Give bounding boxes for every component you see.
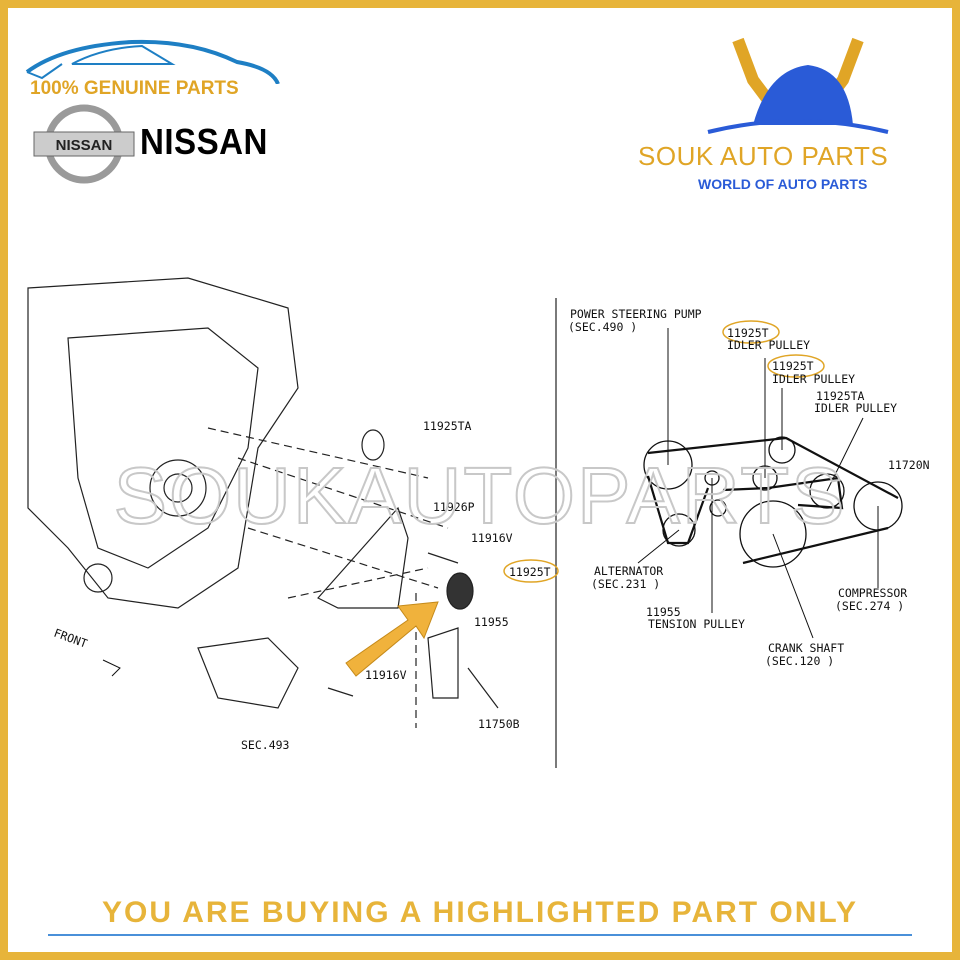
label-idler-pulley-2: IDLER PULLEY xyxy=(772,372,855,386)
label-power-steering: POWER STEERING PUMP xyxy=(570,307,702,321)
label-sec274: (SEC.274 ) xyxy=(835,599,904,613)
souk-logo-icon xyxy=(707,37,889,134)
watermark: SOUKAUTOPARTS xyxy=(114,451,847,540)
front-label: FRONT xyxy=(52,626,89,651)
engine-drawing xyxy=(27,277,557,768)
parts-diagram: 11925TA 11926P 11916V 11925T 11955 11916… xyxy=(27,277,930,768)
store-tagline: WORLD OF AUTO PARTS xyxy=(698,176,868,192)
label-tension-pulley: TENSION PULLEY xyxy=(648,617,745,631)
front-arrow-icon xyxy=(102,659,121,677)
label-11955: 11955 xyxy=(474,615,509,629)
label-11916v-2: 11916V xyxy=(365,668,407,682)
brand-name: NISSAN xyxy=(140,121,268,162)
label-sec120: (SEC.120 ) xyxy=(765,654,834,668)
divider xyxy=(48,934,912,936)
label-11925ta: 11925TA xyxy=(423,419,472,433)
label-crank-shaft: CRANK SHAFT xyxy=(768,641,844,655)
label-11925t: 11925T xyxy=(509,565,551,579)
label-11750b: 11750B xyxy=(478,717,520,731)
label-11925t-2: 11925T xyxy=(772,359,814,373)
highlight-circle xyxy=(503,559,559,583)
genuine-parts-label: 100% GENUINE PARTS xyxy=(30,78,239,99)
svg-text:NISSAN: NISSAN xyxy=(56,137,113,154)
nissan-logo: NISSAN xyxy=(33,104,135,184)
car-logo-icon xyxy=(25,39,280,84)
label-11955-right: 11955 xyxy=(646,605,681,619)
label-idler-pulley-1: IDLER PULLEY xyxy=(727,338,810,352)
notice-text: YOU ARE BUYING A HIGHLIGHTED PART ONLY xyxy=(101,896,859,929)
label-11916v: 11916V xyxy=(471,531,513,545)
label-11720n: 11720N xyxy=(888,458,930,472)
label-idler-pulley-3: IDLER PULLEY xyxy=(814,401,897,415)
belt-routing-drawing xyxy=(637,328,903,639)
highlight-circle xyxy=(722,320,780,344)
label-alternator: ALTERNATOR xyxy=(594,564,663,578)
highlight-arrow-icon xyxy=(345,601,439,677)
label-sec490: (SEC.490 ) xyxy=(568,320,637,334)
highlight-circle xyxy=(767,354,825,378)
label-11925t-1: 11925T xyxy=(727,326,769,340)
label-sec231: (SEC.231 ) xyxy=(591,577,660,591)
label-sec493: SEC.493 xyxy=(241,738,290,752)
label-11926p: 11926P xyxy=(433,500,475,514)
label-compressor: COMPRESSOR xyxy=(838,586,907,600)
store-name: SOUK AUTO PARTS xyxy=(638,141,889,171)
label-11925ta-right: 11925TA xyxy=(816,389,865,403)
